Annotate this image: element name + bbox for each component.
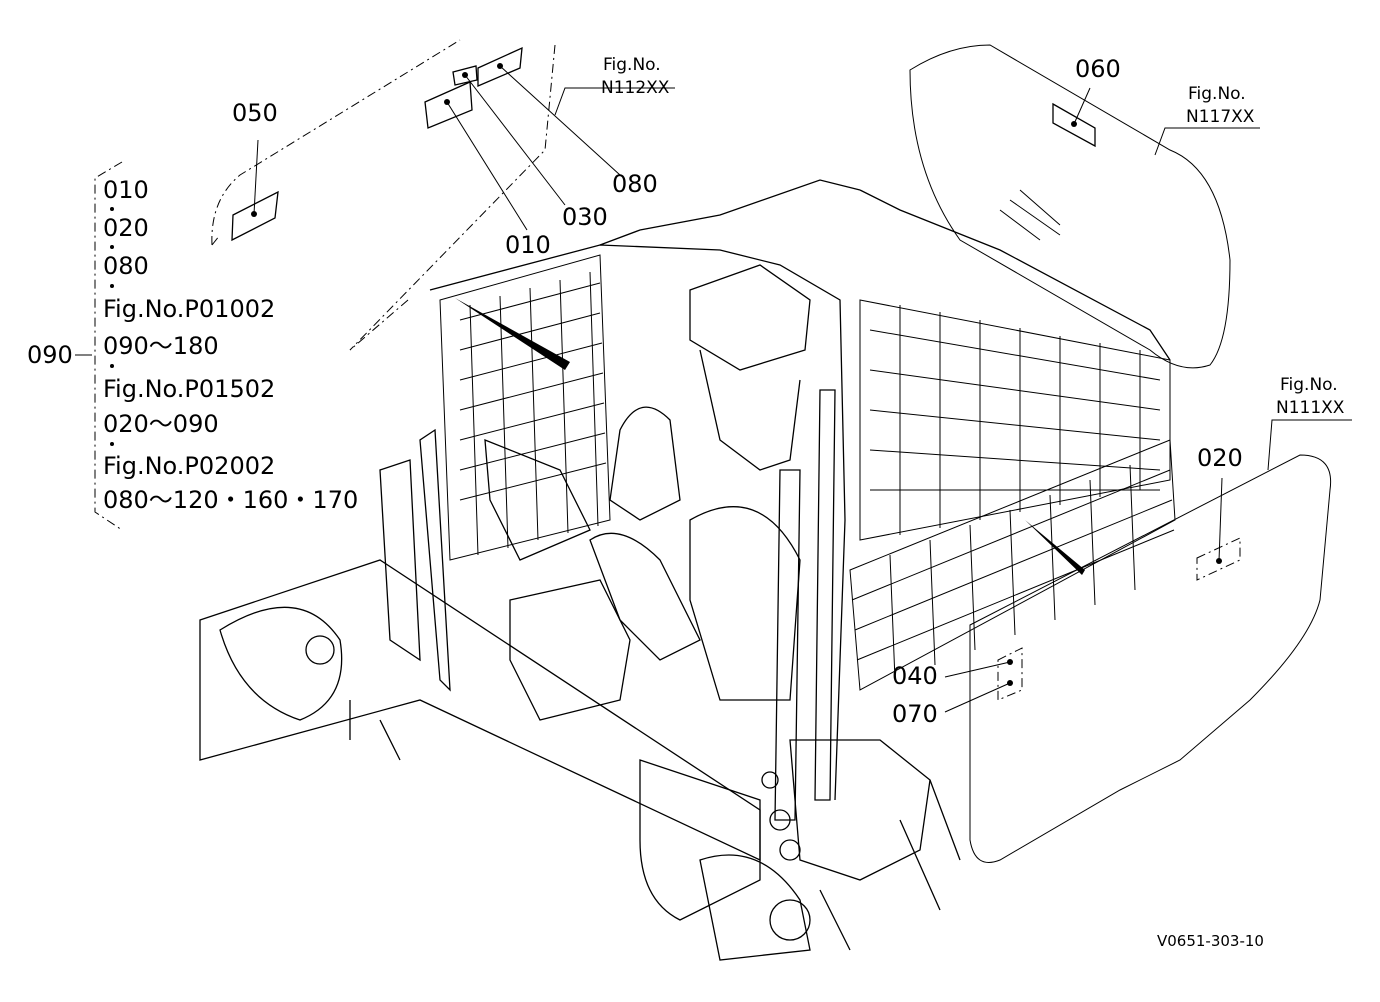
part-label-080: 080 [612, 170, 658, 198]
part-label-050: 050 [232, 99, 278, 127]
decal-040-070 [997, 647, 1023, 701]
group-line: 090～180 [103, 332, 219, 360]
fig-ref-heading: Fig.No. [1280, 375, 1338, 395]
fig-ref-code: N117XX [1186, 107, 1255, 127]
group-line: 020 [103, 214, 149, 242]
fig-ref-n112xx: Fig.No. N112XX [601, 55, 670, 98]
group-line: Fig.No.P01502 [103, 375, 275, 403]
machine-illustration [199, 179, 1176, 961]
group-line: 080～120・160・170 [103, 486, 358, 514]
part-label-070: 070 [892, 700, 938, 728]
fig-ref-n117xx: Fig.No. N117XX [1186, 84, 1255, 127]
group-090-list: 010 020 080 Fig.No.P01002 090～180 Fig.No… [103, 176, 358, 514]
phantom-panels [211, 39, 1332, 863]
part-label-040: 040 [892, 662, 938, 690]
leader-lines [75, 65, 1352, 713]
part-label-030: 030 [562, 203, 608, 231]
fig-ref-code: N112XX [601, 78, 670, 98]
right-screen-grid [849, 299, 1176, 691]
part-label-090: 090 [27, 341, 73, 369]
group-line: 080 [103, 252, 149, 280]
part-label-060: 060 [1075, 55, 1121, 83]
group-line: 010 [103, 176, 149, 204]
left-screen-grid [439, 254, 611, 561]
direction-arrows [455, 298, 1085, 575]
part-label-010: 010 [505, 231, 551, 259]
fig-ref-heading: Fig.No. [603, 55, 661, 75]
fig-ref-n111xx: Fig.No. N111XX [1276, 375, 1345, 418]
fig-ref-code: N111XX [1276, 398, 1345, 418]
decal-markers [231, 46, 1241, 701]
group-line: 020～090 [103, 410, 219, 438]
group-line: Fig.No.P02002 [103, 452, 275, 480]
part-label-020: 020 [1197, 444, 1243, 472]
group-line: Fig.No.P01002 [103, 295, 275, 323]
fig-ref-heading: Fig.No. [1188, 84, 1246, 104]
document-code: V0651-303-10 [1157, 932, 1264, 950]
